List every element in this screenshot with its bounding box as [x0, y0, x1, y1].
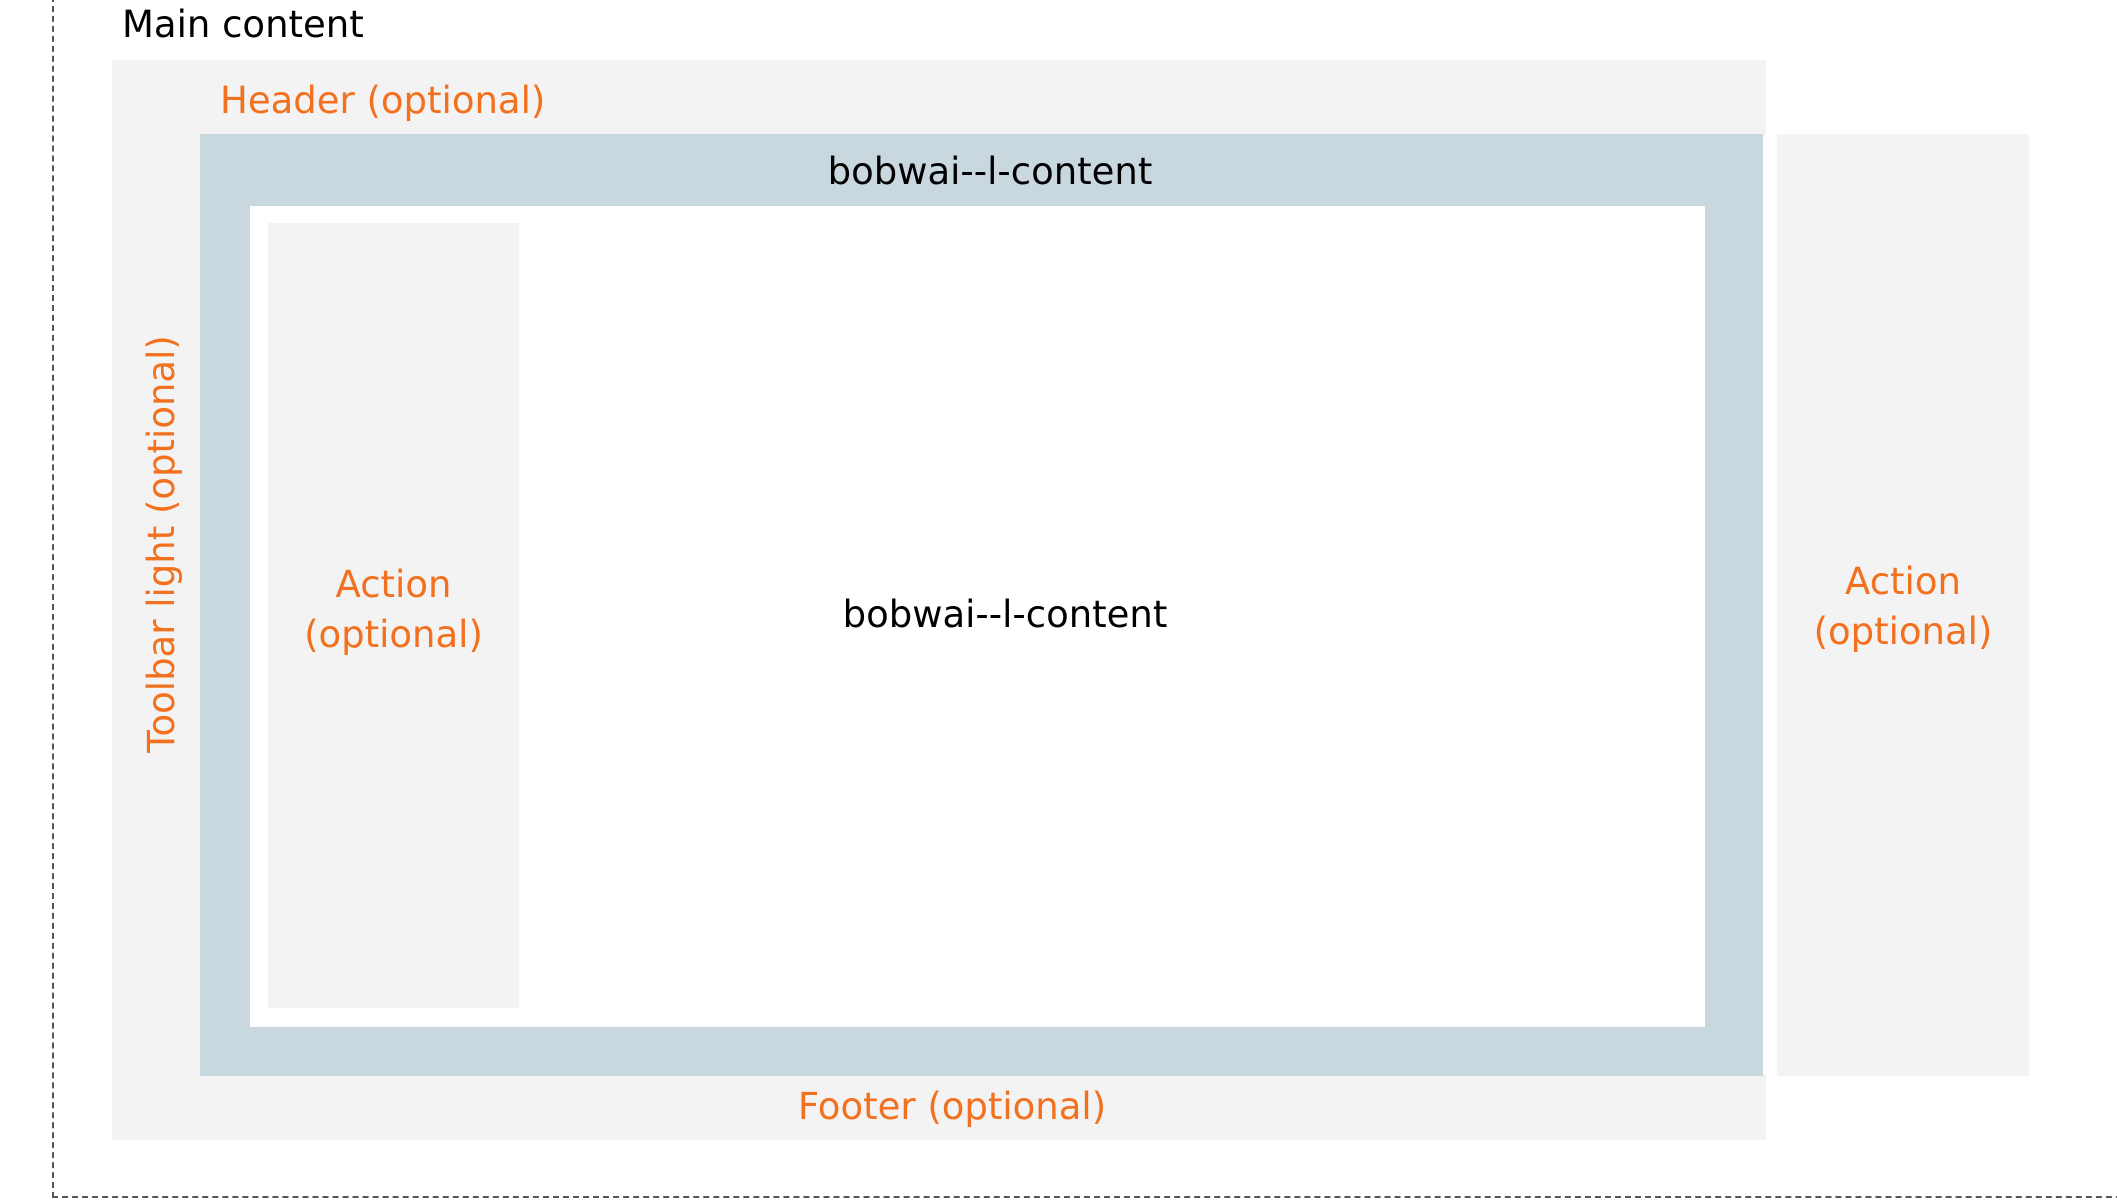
- right-action-label: Action (optional): [1777, 557, 2029, 657]
- left-action-area: [268, 223, 519, 1008]
- footer-label: Footer (optional): [797, 1085, 1107, 1128]
- header-area: [112, 60, 1766, 136]
- left-action-label: Action (optional): [268, 560, 519, 660]
- left-action-label-line2: (optional): [304, 613, 483, 656]
- left-action-label-line1: Action: [335, 563, 452, 606]
- right-action-label-line2: (optional): [1813, 610, 1993, 653]
- toolbar-label: Toolbar light (optional): [140, 335, 183, 753]
- header-label: Header (optional): [220, 79, 546, 122]
- toolbar-area: [112, 134, 202, 1076]
- content-title-label: bobwai--l-content: [827, 150, 1153, 193]
- main-content-frame: [52, 0, 2117, 1198]
- right-action-area: [1777, 134, 2029, 1076]
- main-content-title: Main content: [122, 3, 364, 46]
- footer-area: [112, 1074, 1766, 1140]
- content-center-label: bobwai--l-content: [842, 593, 1168, 636]
- right-action-label-line1: Action: [1845, 560, 1961, 603]
